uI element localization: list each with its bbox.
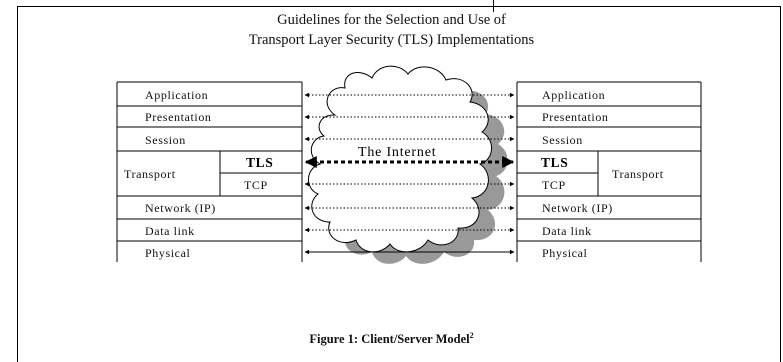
server-physical-label: Physical <box>542 246 588 260</box>
caption-footnote: 2 <box>469 331 474 340</box>
figure-caption: Figure 1: Client/Server Model2 <box>0 331 783 347</box>
client-network-label: Network (IP) <box>145 201 216 215</box>
client-tls-label: TLS <box>246 155 273 170</box>
page-divider-tick <box>493 0 494 12</box>
server-presentation-label: Presentation <box>542 110 609 124</box>
server-session-label: Session <box>542 133 583 147</box>
cloud-label-bg <box>352 143 464 160</box>
client-datalink-label: Data link <box>145 224 195 238</box>
server-tls-label: TLS <box>541 155 568 170</box>
peer-arrows <box>304 92 515 255</box>
client-application-label: Application <box>145 88 208 102</box>
page-frame <box>17 6 781 362</box>
server-datalink-label: Data link <box>542 224 592 238</box>
client-presentation-label: Presentation <box>145 110 212 124</box>
client-physical-label: Physical <box>145 246 191 260</box>
server-tcp-label: TCP <box>542 178 566 192</box>
internet-cloud <box>308 65 508 264</box>
server-application-label: Application <box>542 88 605 102</box>
client-stack <box>116 81 303 262</box>
header-line-2: Transport Layer Security (TLS) Implement… <box>248 32 535 48</box>
server-transport-label: Transport <box>612 167 664 181</box>
caption-text: Figure 1: Client/Server Model <box>309 332 470 347</box>
server-stack <box>516 81 702 262</box>
server-network-label: Network (IP) <box>542 201 613 215</box>
header-line-1: Guidelines for the Selection and Use of <box>277 12 506 28</box>
internet-label: The Internet <box>358 145 436 160</box>
client-transport-label: Transport <box>124 167 176 181</box>
client-session-label: Session <box>145 133 186 147</box>
client-tcp-label: TCP <box>244 178 268 192</box>
